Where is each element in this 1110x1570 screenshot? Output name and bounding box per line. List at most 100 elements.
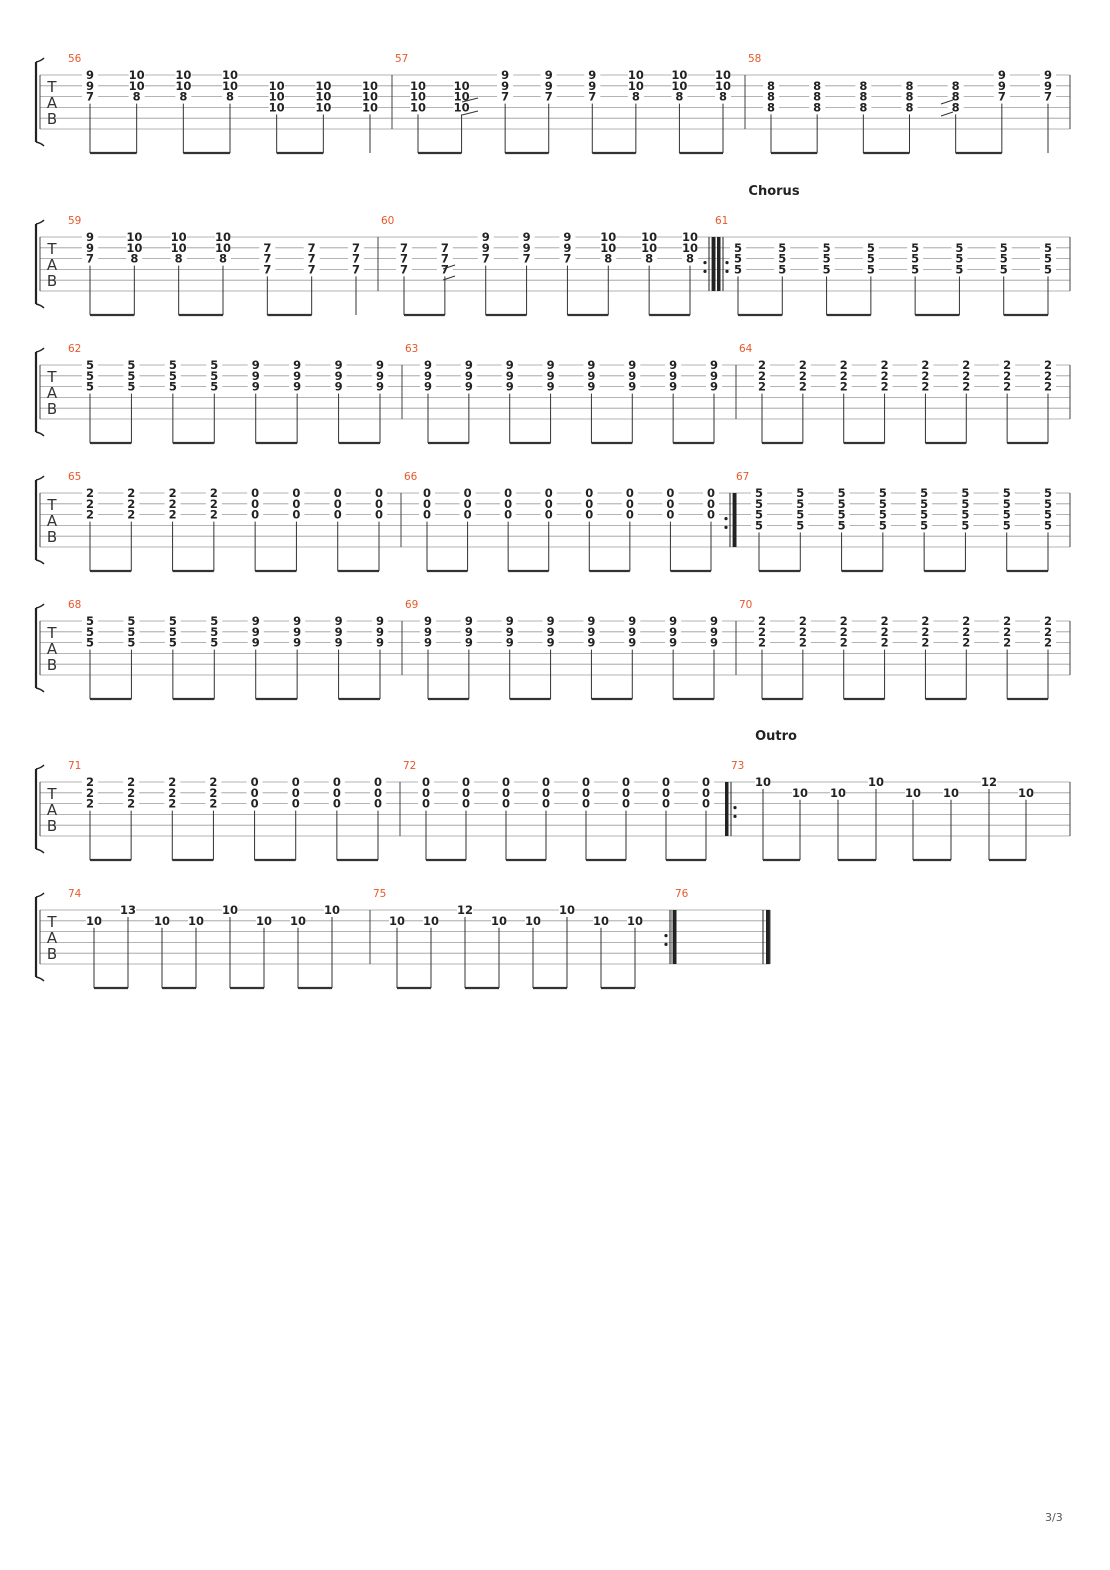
fret-background [600,253,617,264]
fret-background [1040,91,1056,102]
fret-background [809,102,826,113]
fret-number: 9 [628,369,636,383]
fret-number: 8 [226,90,234,104]
fret-number: 5 [838,518,846,532]
fret-background [170,232,187,242]
beat: 000 [621,486,638,571]
measure-76: 76 [675,888,689,900]
fret-background [164,798,181,809]
fret-number: 2 [86,797,94,811]
fret-background [396,264,412,275]
fret-background [624,626,641,637]
fret-background [123,381,140,392]
fret-background [665,626,682,637]
fret-number: 5 [961,508,969,522]
fret-number: 0 [292,775,300,789]
fret-background [662,498,679,509]
repeat-dot [725,269,729,273]
fret-background [418,777,434,787]
fret-background [1040,381,1056,392]
fret-background [458,798,474,809]
fret-background [917,637,934,648]
fret-background [289,626,306,637]
tab-clef-letter: T [46,240,57,258]
fret-number: 9 [506,358,514,372]
fret-number: 9 [1044,79,1052,93]
beat: 999 [289,358,306,443]
fret-number: 0 [585,486,593,500]
fret-background [518,253,535,264]
fret-number: 9 [376,369,384,383]
fret-background [501,626,518,637]
fret-background [578,777,594,787]
fret-background [419,498,435,509]
fret-background [1040,498,1056,509]
fret-background [833,488,850,498]
bracket-top-hook [35,347,45,353]
fret-number: 10 [792,786,808,800]
measure-number: 72 [403,760,416,772]
fret-number: 9 [669,380,677,394]
fret-number: 5 [127,625,135,639]
fret-number: 9 [587,369,595,383]
fret-background [584,91,601,102]
slide-mark [940,99,954,105]
fret-background [730,242,746,253]
fret-number: 8 [632,90,640,104]
fret-number: 2 [962,625,970,639]
tab-clef-letter: B [47,110,57,128]
fret-number: 0 [422,786,430,800]
fret-number: 7 [352,241,360,255]
fret-background [998,498,1015,509]
fret-number: 2 [209,786,217,800]
fret-number: 2 [921,358,929,372]
repeat-start-sign [725,782,737,836]
measure-number: 69 [405,599,418,611]
fret-number: 2 [169,508,177,522]
beat: 10 [324,903,340,988]
fret-background [329,509,346,520]
fret-number: 2 [210,508,218,522]
beat: 000 [246,775,263,860]
fret-number: 0 [251,497,259,511]
fret-number: 10 [362,79,378,93]
beat: 222 [123,486,140,571]
fret-background [754,381,770,392]
fret-number: 0 [622,797,630,811]
fret-number: 5 [1044,518,1052,532]
fret-background [730,253,746,264]
fret-background [809,80,826,91]
fret-number: 0 [585,497,593,511]
fret-background [624,370,641,381]
fret-background [917,370,934,381]
fret-number: 5 [961,497,969,511]
fret-number: 10 [256,914,272,928]
fret-number: 5 [169,614,177,628]
fret-number: 9 [998,68,1006,82]
tab-clef-letter: B [47,817,57,835]
fret-background [658,787,674,798]
beat: 222 [164,486,181,571]
fret-number: 7 [998,90,1006,104]
fret-background [665,381,682,392]
fret-background [1040,264,1056,275]
fret-background [82,626,98,637]
slide-mark [442,275,456,281]
fret-number: 9 [669,369,677,383]
fret-background [418,787,434,798]
beat: 555 [164,358,181,443]
fret-number: 5 [127,380,135,394]
fret-background [540,80,557,91]
beat: 555 [206,614,223,699]
fret-background [583,626,600,637]
fret-number: 2 [881,369,889,383]
fret-background [205,787,222,798]
fret-number: 2 [127,797,135,811]
fret-background [126,232,143,242]
fret-background [862,242,879,253]
